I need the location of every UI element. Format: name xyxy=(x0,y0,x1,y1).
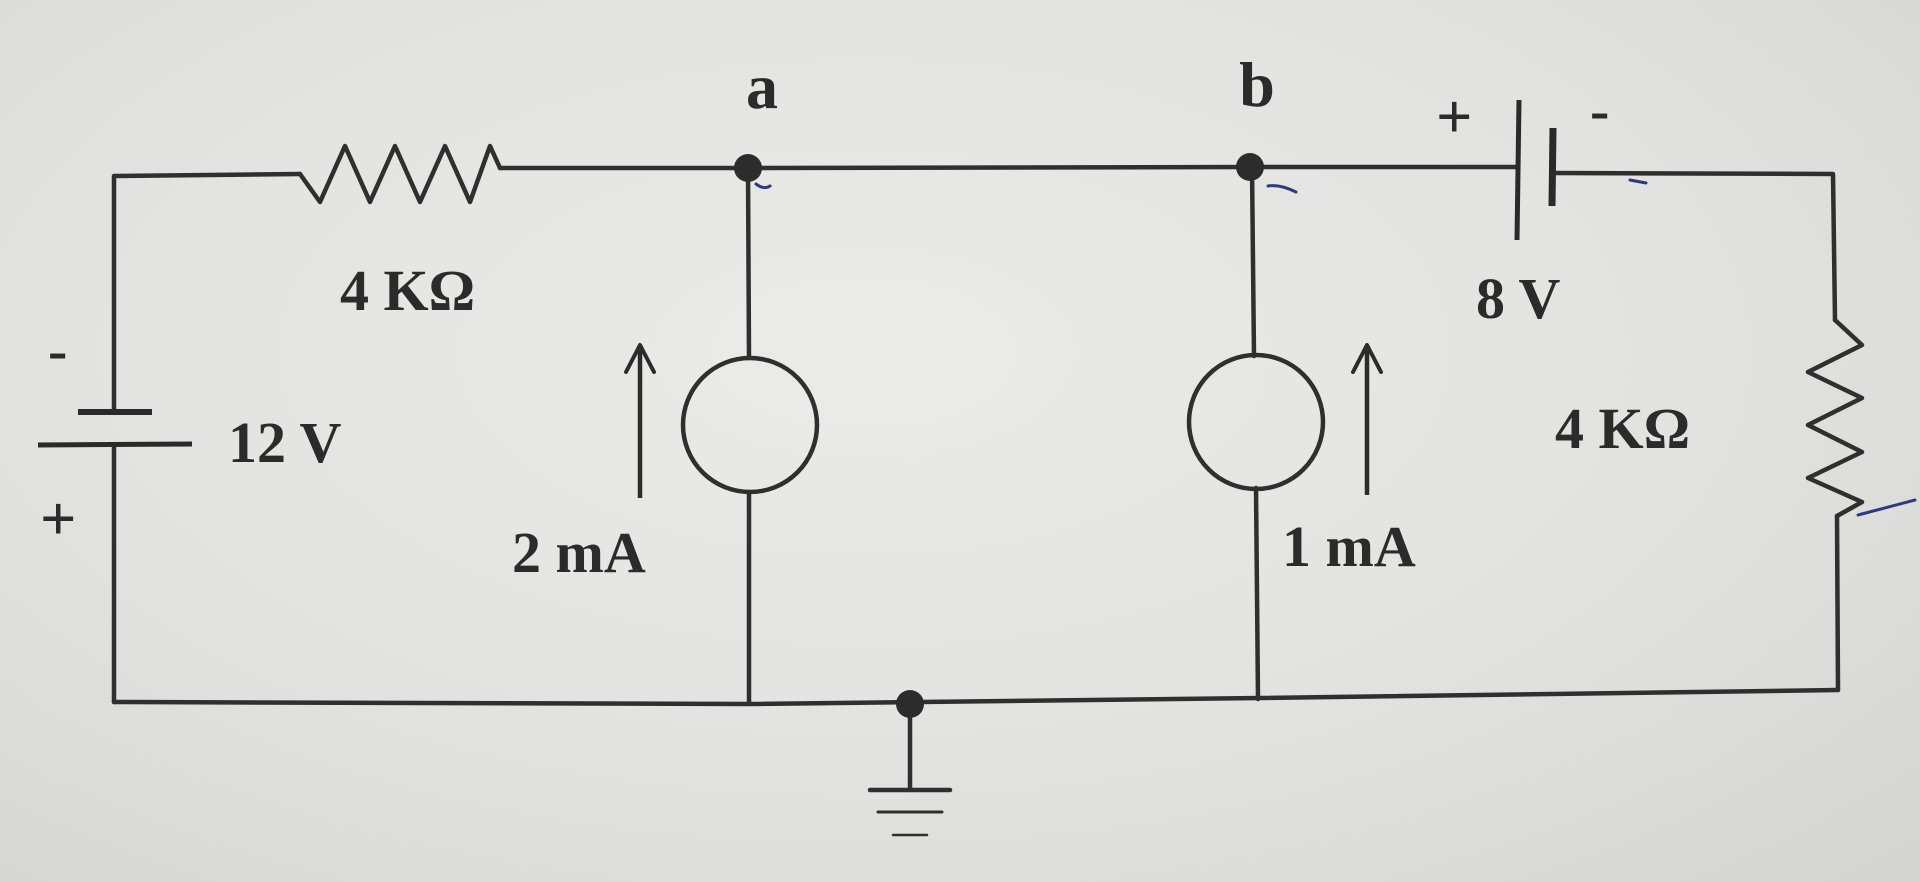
current-2ma-label: 2 mA xyxy=(512,520,646,585)
battery-8v-short-plate xyxy=(1548,127,1557,207)
battery-8v-long-plate xyxy=(1514,99,1522,241)
wire-branch-b-lower xyxy=(1253,485,1261,702)
wire-branch-a-upper xyxy=(745,165,752,361)
battery-12v-minus-label: - xyxy=(48,318,67,383)
battery-8v-plus-label: + xyxy=(1436,81,1472,152)
arrow-1ma xyxy=(1351,343,1383,495)
node-b-label: b xyxy=(1239,49,1275,120)
pen-marks xyxy=(754,178,1917,517)
battery-8v-label: 8 V xyxy=(1476,266,1560,331)
wire-right-lower xyxy=(1834,513,1841,693)
resistor-top-label: 4 KΩ xyxy=(340,258,475,323)
ground-node-dot xyxy=(896,690,924,718)
node-a-dot xyxy=(734,154,762,182)
wire-branch-b-upper xyxy=(1249,164,1257,359)
wire-top-ab xyxy=(745,164,1253,171)
battery-8v xyxy=(1514,99,1557,241)
arrow-2ma xyxy=(624,343,656,498)
current-1ma-label: 1 mA xyxy=(1282,514,1416,579)
wire-left-upper xyxy=(111,171,303,415)
resistor-right-label: 4 KΩ xyxy=(1555,396,1690,461)
pen-mark-node-b xyxy=(1266,184,1298,194)
node-a-label: a xyxy=(746,51,778,122)
resistor-right xyxy=(1805,317,1865,519)
battery-12v-plus-label: + xyxy=(40,483,76,554)
resistor-top xyxy=(297,143,503,205)
pen-mark-right xyxy=(1856,498,1917,517)
wire-bottom xyxy=(111,687,1841,707)
battery-12v xyxy=(37,409,193,448)
battery-12v-label: 12 V xyxy=(228,410,341,475)
node-b-dot xyxy=(1236,153,1264,181)
wire-top-right xyxy=(1552,170,1838,323)
pen-mark-top-right xyxy=(1628,178,1648,185)
ground-symbol xyxy=(867,787,953,837)
arrow-1ma-head xyxy=(1351,343,1383,374)
current-source-1ma xyxy=(1186,352,1326,492)
battery-12v-long-plate xyxy=(37,441,193,448)
wires xyxy=(111,164,1841,793)
current-source-2ma xyxy=(680,355,820,495)
arrow-2ma-head xyxy=(624,343,656,374)
battery-8v-minus-label: - xyxy=(1590,78,1609,143)
pen-mark-node-a xyxy=(754,182,772,190)
